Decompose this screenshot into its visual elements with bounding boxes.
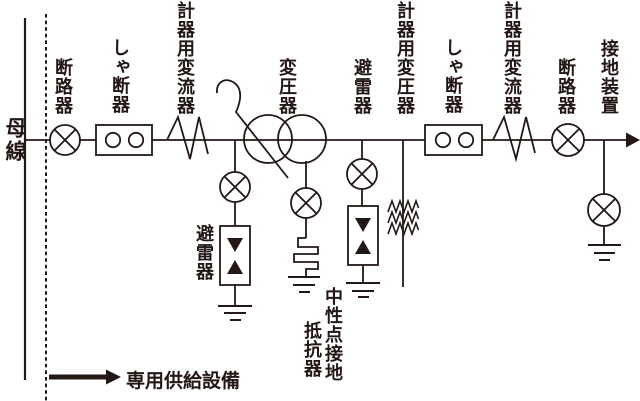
arrester-branch-left	[218, 171, 252, 321]
label-arrester-top: 避雷器	[351, 58, 372, 115]
voltage-transformer-symbol	[387, 198, 420, 237]
label-ct-left: 計器用変流器	[174, 1, 195, 115]
earth-ground-icon	[588, 244, 621, 261]
label-bus: 母線	[3, 117, 27, 163]
label-breaker-left: しゃ断器	[109, 38, 130, 114]
current-transformer-symbol-left	[166, 114, 209, 160]
tap-changer-hook-icon	[216, 79, 289, 179]
label-disconnector-right: 断路器	[555, 58, 576, 115]
supply-arrow-icon	[49, 369, 121, 385]
disconnector-symbol-right	[551, 123, 585, 157]
label-transformer: 変圧器	[276, 58, 297, 115]
label-breaker-right: しゃ断器	[442, 38, 463, 114]
earth-ground-icon	[346, 282, 380, 298]
label-arrester-mid: 避雷器	[193, 224, 214, 281]
label-ct-right: 計器用変流器	[501, 1, 522, 115]
label-grounding-device: 接地装置	[598, 39, 619, 115]
label-neutral-grounding-2: 抵抗器	[301, 321, 322, 378]
transformer-symbol	[216, 79, 327, 179]
label-supply-note: 専用供給設備	[126, 370, 241, 392]
label-neutral-grounding-1: 中性点接地	[322, 287, 343, 382]
resistor-symbol	[293, 237, 319, 277]
feeder-arrow-icon	[626, 132, 640, 148]
surge-arrester-symbol	[347, 205, 379, 266]
grounding-device-branch	[587, 193, 621, 261]
label-disconnector-left: 断路器	[52, 58, 73, 115]
arrester-branch-right	[346, 158, 380, 298]
circuit-breaker-symbol-left	[95, 124, 153, 156]
earth-ground-icon	[218, 305, 252, 321]
neutral-grounding-branch	[288, 187, 322, 293]
circuit-breaker-symbol-right	[424, 124, 483, 156]
surge-arrester-symbol	[219, 225, 251, 286]
current-transformer-symbol-right	[492, 114, 536, 163]
label-vt: 計器用変圧器	[394, 1, 415, 115]
earth-ground-icon	[288, 276, 320, 293]
disconnector-symbol-left	[49, 124, 81, 156]
